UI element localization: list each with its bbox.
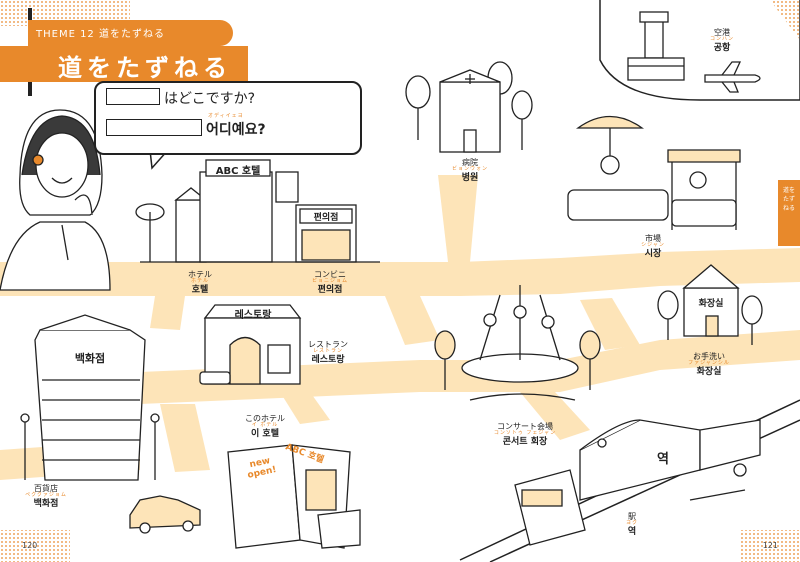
restaurant-sign: 레스토랑 xyxy=(234,310,272,321)
side-chapter-tab xyxy=(778,180,800,246)
hotel-sign: ABC 호텔 xyxy=(215,166,261,177)
store-sign: 편의점 xyxy=(313,213,339,223)
side-chapter-label: 道をたずねる xyxy=(783,187,796,212)
title-band xyxy=(0,46,248,82)
station-sign: 역 xyxy=(657,452,669,467)
question-korean: 어디예요? xyxy=(206,122,266,138)
page-number-left: 120 xyxy=(22,541,38,550)
airport-illustration xyxy=(627,11,761,93)
dot-pattern-bottom-right xyxy=(740,530,800,562)
restroom-illustration xyxy=(657,264,763,345)
woman-illustration xyxy=(0,109,111,291)
dot-pattern-bottom-left xyxy=(0,530,70,562)
page-title: 道をたずねる xyxy=(58,54,232,82)
hospital-illustration xyxy=(405,61,533,153)
restroom-sign: 화장실 xyxy=(698,299,724,309)
blank-box-1 xyxy=(106,88,160,105)
hotel-poster-illustration xyxy=(227,444,361,549)
blank-box-2 xyxy=(106,119,202,136)
dept-store-sign: 백화점 xyxy=(74,352,106,365)
restaurant-illustration xyxy=(199,304,302,385)
concert-illustration xyxy=(434,285,601,401)
hotel-and-store-illustration xyxy=(135,159,380,263)
question-ruby: オディイェヨ xyxy=(208,113,244,119)
station-illustration xyxy=(459,399,800,562)
theme-label: THEME 12 道をたずねる xyxy=(36,29,165,40)
department-store-illustration xyxy=(20,314,160,481)
dot-pattern-top-right xyxy=(770,0,800,40)
page-number-right: 121 xyxy=(762,541,778,550)
question-japanese: はどこですか? xyxy=(164,91,256,107)
car-illustration xyxy=(129,495,201,534)
theme-tab xyxy=(28,20,233,46)
market-illustration xyxy=(567,115,741,230)
